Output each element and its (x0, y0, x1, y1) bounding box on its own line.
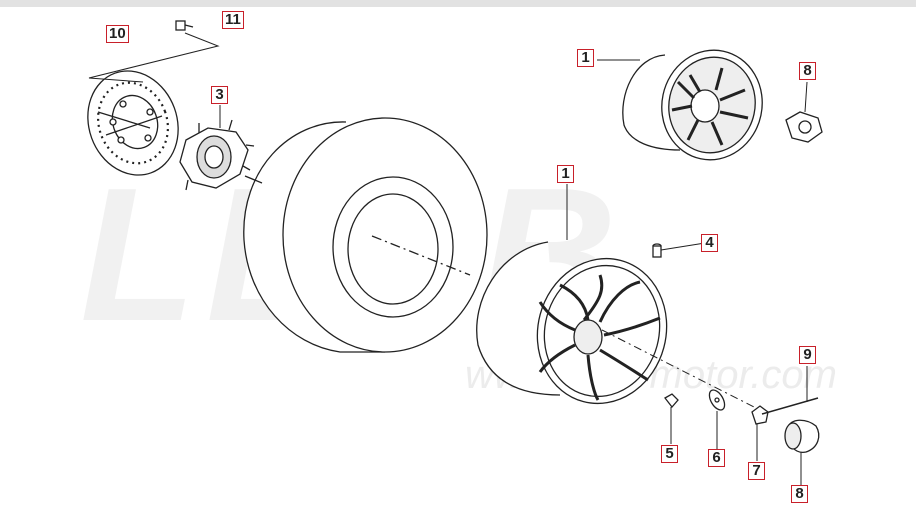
wheel-hub (179, 119, 255, 191)
top-bar (0, 0, 916, 7)
callout-wheel-bolt: 5 (661, 445, 678, 463)
callout-rim-small: 1 (577, 49, 594, 67)
rim-main (476, 241, 668, 405)
disc-leader-lines (88, 32, 220, 83)
hub-cap (784, 419, 820, 453)
brake-disc (87, 70, 179, 176)
washer (708, 389, 726, 411)
callout-rim-main: 1 (557, 165, 574, 183)
tire (243, 117, 488, 353)
callout-valve: 4 (701, 234, 718, 252)
rim-small (622, 49, 763, 161)
valve (652, 243, 662, 258)
hub-cap-small (785, 111, 823, 143)
axle-centerline (601, 329, 761, 411)
callout-disc-bolt: 11 (222, 11, 244, 29)
callout-leaders (219, 59, 808, 485)
callout-brake-disc: 10 (106, 25, 129, 43)
callout-wheel-hub: 3 (211, 86, 228, 104)
callout-hub-cap: 8 (791, 485, 808, 503)
nut (751, 405, 769, 425)
callout-cotter-pin: 9 (799, 346, 816, 364)
callout-washer: 6 (708, 449, 725, 467)
callout-nut: 7 (748, 462, 765, 480)
disc-bolt (175, 20, 194, 31)
wheel-bolt (664, 393, 679, 409)
callout-hub-cap-small: 8 (799, 62, 816, 80)
cotter-pin (761, 397, 819, 415)
